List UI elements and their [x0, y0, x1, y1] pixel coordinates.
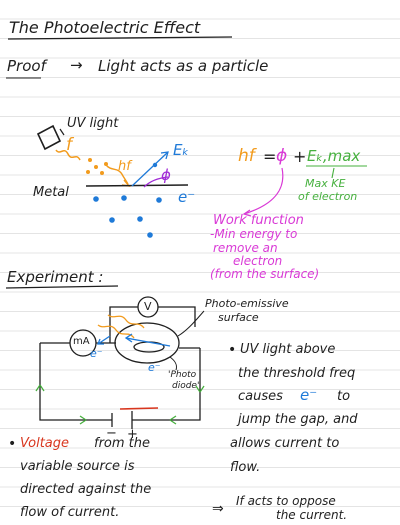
ammeter-label: mA [73, 336, 90, 347]
photo-emissive-line-1: Photo-emissive [205, 297, 289, 310]
photodiode-line-1: 'Photo [168, 370, 197, 380]
uv-light-label: UV light [67, 116, 119, 131]
kinetic-energy-label: Eₖ [173, 141, 189, 159]
uv-note-line-1: UV light above [240, 342, 336, 357]
circuit-diagram [39, 306, 201, 429]
uv-note-line-6: flow. [230, 460, 261, 475]
work-function-line-4: electron [233, 254, 283, 268]
voltage-note-line-4: flow of current. [20, 505, 120, 520]
experiment-heading: Experiment : [7, 268, 104, 286]
voltmeter [137, 296, 159, 318]
electron-label: e⁻ [178, 188, 196, 206]
proof-arrow: → [70, 56, 83, 74]
proof-statement: Light acts as a particle [98, 57, 269, 75]
implies-arrow: ⇒ [212, 501, 224, 517]
page-title: The Photoelectric Effect [9, 18, 201, 37]
source-minus: − [106, 426, 117, 441]
tube-electron-label: e⁻ [148, 361, 161, 374]
frequency-label: f [66, 135, 72, 155]
voltage-note-bullet: • [8, 436, 17, 452]
uv-note-line-3b: to [337, 389, 351, 404]
source-plus: + [127, 427, 138, 442]
uv-note-line-2: the threshold freq [238, 366, 356, 381]
voltage-note-line-3: directed against the [20, 482, 152, 497]
max-ke-line-1: Max KE [305, 177, 346, 190]
equation-hf: hf [238, 146, 255, 166]
voltmeter-label: V [144, 300, 152, 313]
equation-plus: + [293, 147, 307, 166]
equation-phi: ϕ [276, 146, 288, 166]
work-function-line-1: Work function [213, 213, 304, 228]
metal-label: Metal [33, 185, 69, 200]
work-function-symbol: ϕ [161, 166, 171, 184]
equation-ekmax: Eₖ,max [307, 147, 361, 165]
ammeter [69, 329, 97, 357]
max-ke-line-2: of electron [298, 190, 358, 203]
uv-note-line-3a: causes [238, 389, 283, 404]
photon-energy-label: hf [118, 159, 131, 174]
voltage-note-line-2: variable source is [20, 459, 135, 474]
uv-note-line-4: jump the gap, and [238, 412, 358, 427]
work-function-line-2: -Min energy to [210, 227, 298, 241]
voltage-word: Voltage [20, 436, 70, 451]
uv-note-line-5: allows current to [230, 436, 340, 451]
uv-note-electron: e⁻ [300, 386, 318, 404]
photo-emissive-line-2: surface [218, 311, 259, 324]
proof-label: Proof [7, 57, 46, 75]
work-function-line-3: remove an [213, 241, 278, 255]
equation-equals: = [263, 147, 277, 166]
uv-lamp-icon [36, 124, 65, 151]
voltage-note-line-1: from the [94, 436, 151, 451]
photon-dots [86, 158, 108, 175]
metal-electrons [93, 195, 162, 238]
conclusion-line-1: If acts to oppose [236, 494, 336, 508]
circuit-electron-label: e⁻ [90, 347, 103, 360]
uv-note-bullet: • [228, 342, 237, 358]
work-function-line-5: (from the surface) [210, 267, 320, 281]
photodiode-line-2: diode' [172, 381, 200, 391]
conclusion-line-2: the current. [276, 508, 348, 522]
